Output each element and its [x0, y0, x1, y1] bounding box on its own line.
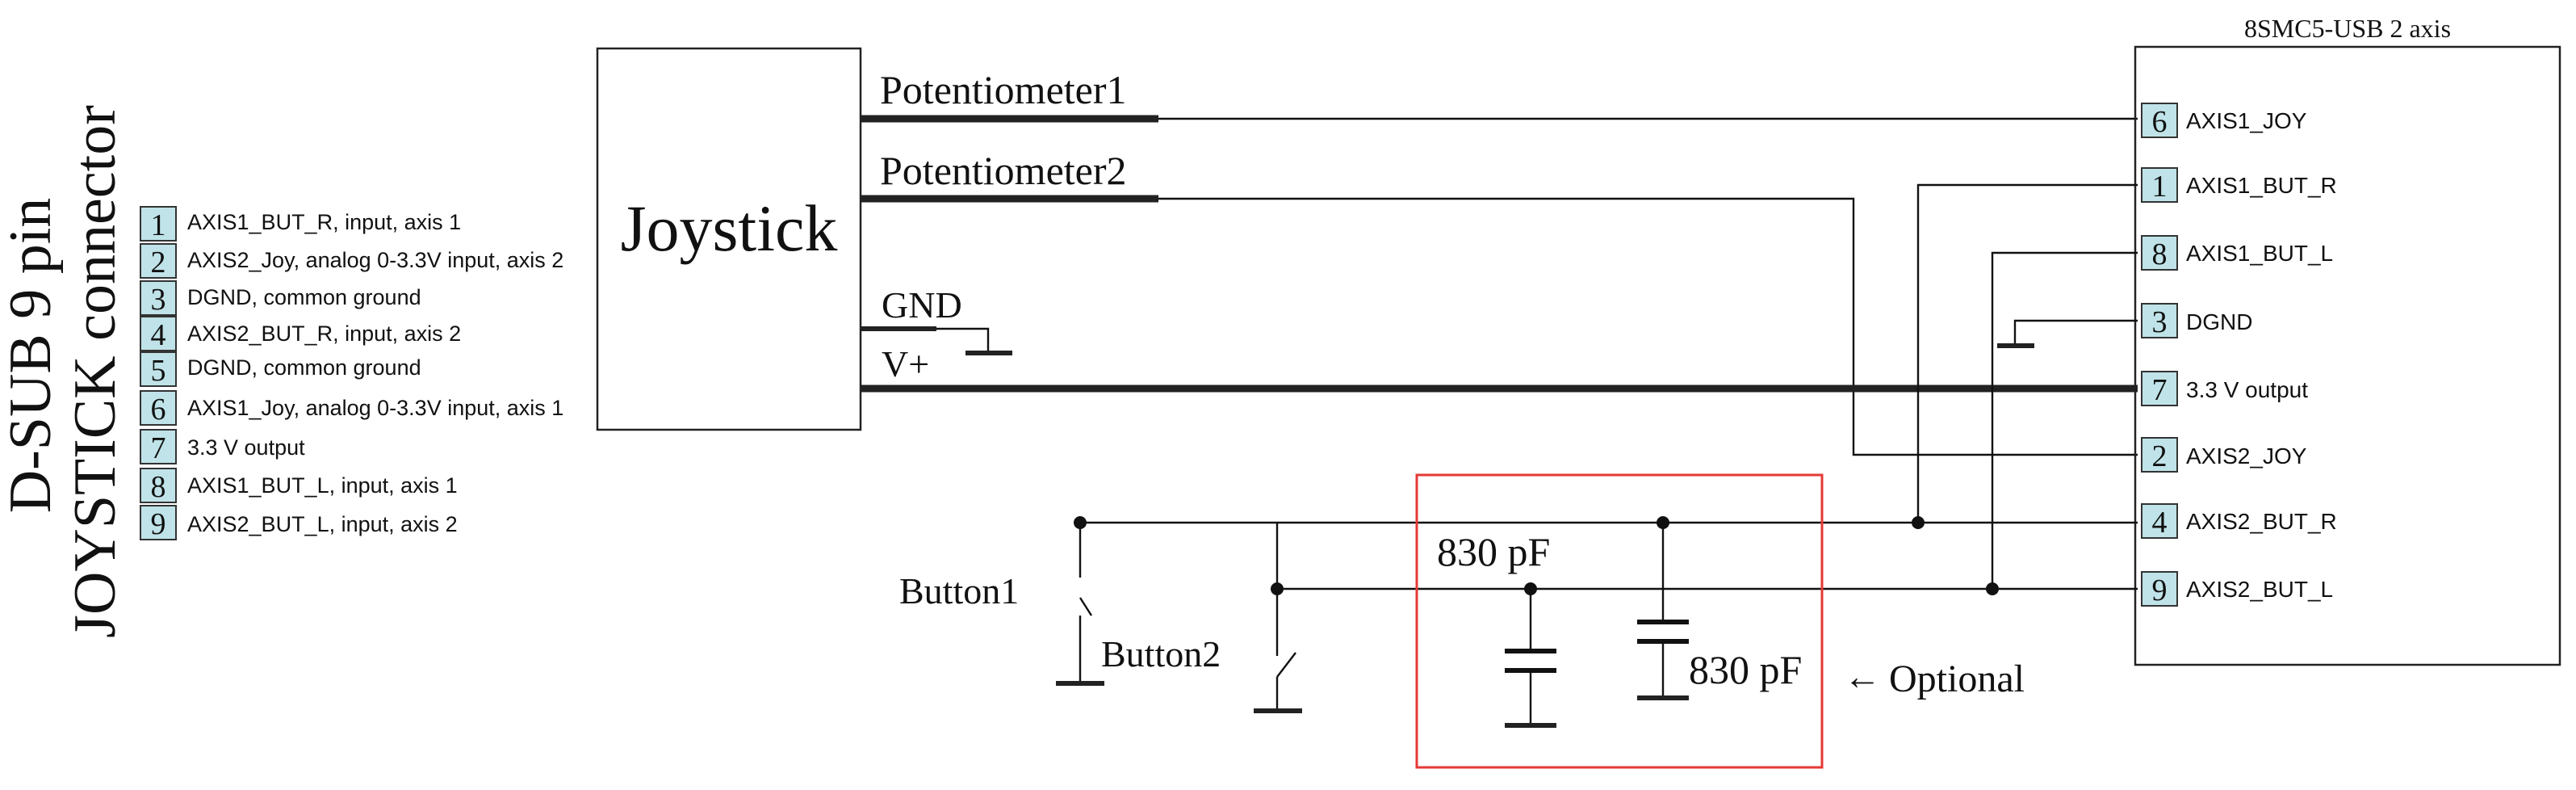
connector-title-line1: D-SUB 9 pin: [0, 198, 64, 514]
capacitor-1: [1505, 582, 1556, 728]
axis2-joy-wire: [1158, 197, 2138, 456]
pin-description: AXIS2_Joy, analog 0-3.3V input, axis 2: [187, 248, 563, 272]
optional-box: [1415, 473, 1824, 769]
controller-box: [2134, 45, 2561, 666]
controller-title: 8SMC5-USB 2 axis: [2244, 14, 2451, 43]
joystick-box: [596, 47, 862, 431]
controller-pin-8: 8 AXIS1_BUT_L: [2141, 235, 2333, 271]
connector-title-line2: JOYSTICK connector: [62, 105, 128, 638]
pin-label: AXIS2_JOY: [2186, 443, 2307, 469]
pin-number: 6: [2152, 105, 2168, 139]
connector-pin-2: 2 AXIS2_Joy, analog 0-3.3V input, axis 2: [140, 243, 563, 279]
pin-description: AXIS1_BUT_R, input, axis 1: [187, 210, 461, 234]
pin-number: 1: [151, 208, 166, 242]
connector-pin-list: 1 AXIS1_BUT_R, input, axis 1 2 AXIS2_Joy…: [140, 206, 563, 541]
pin-number: 3: [2152, 305, 2168, 339]
controller-pin-3: 3 DGND: [2141, 303, 2252, 339]
axis1-but-r-wire: [1916, 183, 2138, 523]
dgnd-wire: [2013, 319, 2138, 346]
pin-label: AXIS1_BUT_R: [2186, 173, 2337, 198]
connector-pin-8: 8 AXIS1_BUT_L, input, axis 1: [140, 468, 458, 504]
pin-description: AXIS2_BUT_R, input, axis 2: [187, 321, 461, 346]
pin-label: AXIS1_JOY: [2186, 108, 2307, 133]
pin-number: 1: [2152, 170, 2168, 204]
connector-pin-9: 9 AXIS2_BUT_L, input, axis 2: [140, 505, 458, 541]
controller-pin-1: 1 AXIS1_BUT_R: [2141, 167, 2337, 204]
gnd-label: GND: [882, 284, 962, 326]
optional-arrow: ←: [1844, 656, 1881, 697]
pin-label: AXIS2_BUT_L: [2186, 577, 2333, 602]
connector-pin-7: 7 3.3 V output: [140, 429, 305, 465]
pin-number: 7: [151, 431, 166, 465]
connector-pin-6: 6 AXIS1_Joy, analog 0-3.3V input, axis 1: [140, 390, 563, 427]
pin-number: 5: [151, 354, 166, 388]
optional-label: Optional: [1889, 658, 2025, 700]
potentiometer1-label: Potentiometer1: [880, 67, 1127, 112]
joystick-label: Joystick: [621, 191, 838, 265]
connector-pin-5: 5 DGND, common ground: [140, 351, 421, 388]
pin-number: 7: [2152, 373, 2168, 407]
axis1-but-l-wire: [1991, 251, 2138, 589]
capacitor-2: [1637, 516, 1689, 700]
controller-pin-list: 6 AXIS1_JOY 1 AXIS1_BUT_R 8 AXIS1_BUT_L …: [2141, 103, 2337, 607]
button2-switch: [1254, 523, 1302, 713]
capacitor-2-label: 830 pF: [1689, 647, 1802, 692]
pin-description: DGND, common ground: [187, 285, 421, 309]
pin-number: 6: [151, 393, 166, 427]
pin-number: 9: [2152, 574, 2168, 607]
capacitor-1-label: 830 pF: [1437, 529, 1550, 574]
pin-number: 9: [151, 507, 166, 541]
pin-number: 4: [2152, 506, 2168, 540]
pin-number: 2: [151, 246, 166, 279]
pin-description: AXIS1_Joy, analog 0-3.3V input, axis 1: [187, 396, 563, 420]
pin-number: 8: [2152, 237, 2168, 271]
button2-label: Button2: [1101, 633, 1221, 674]
pin-number: 3: [151, 283, 166, 317]
controller-pin-7: 7 3.3 V output: [2141, 371, 2308, 407]
pin-number: 8: [151, 470, 166, 504]
controller-pin-6: 6 AXIS1_JOY: [2141, 103, 2307, 139]
pin-label: AXIS1_BUT_L: [2186, 241, 2333, 266]
controller-pin-2: 2 AXIS2_JOY: [2141, 437, 2307, 473]
button1-label: Button1: [899, 570, 1019, 611]
gnd-wire: [936, 327, 990, 352]
potentiometer2-label: Potentiometer2: [880, 148, 1127, 193]
vplus-label: V+: [882, 343, 929, 384]
controller-pin-9: 9 AXIS2_BUT_L: [2141, 571, 2333, 607]
pin-label: AXIS2_BUT_R: [2186, 509, 2337, 534]
pin-label: DGND: [2186, 309, 2252, 334]
connector-pin-4: 4 AXIS2_BUT_R, input, axis 2: [140, 316, 461, 352]
junction-dot: [1912, 516, 1925, 529]
pin-label: 3.3 V output: [2186, 377, 2308, 402]
pin-number: 4: [151, 318, 166, 352]
pin-description: 3.3 V output: [187, 435, 305, 460]
connector-pin-3: 3 DGND, common ground: [140, 280, 421, 317]
button1-switch: [1056, 516, 1104, 686]
connector-pin-1: 1 AXIS1_BUT_R, input, axis 1: [140, 206, 461, 242]
pin-description: AXIS2_BUT_L, input, axis 2: [187, 512, 458, 536]
pin-description: DGND, common ground: [187, 355, 421, 380]
controller-pin-4: 4 AXIS2_BUT_R: [2141, 503, 2337, 540]
junction-dot: [1986, 582, 1999, 595]
pin-number: 2: [2152, 439, 2168, 473]
pin-description: AXIS1_BUT_L, input, axis 1: [187, 473, 458, 498]
